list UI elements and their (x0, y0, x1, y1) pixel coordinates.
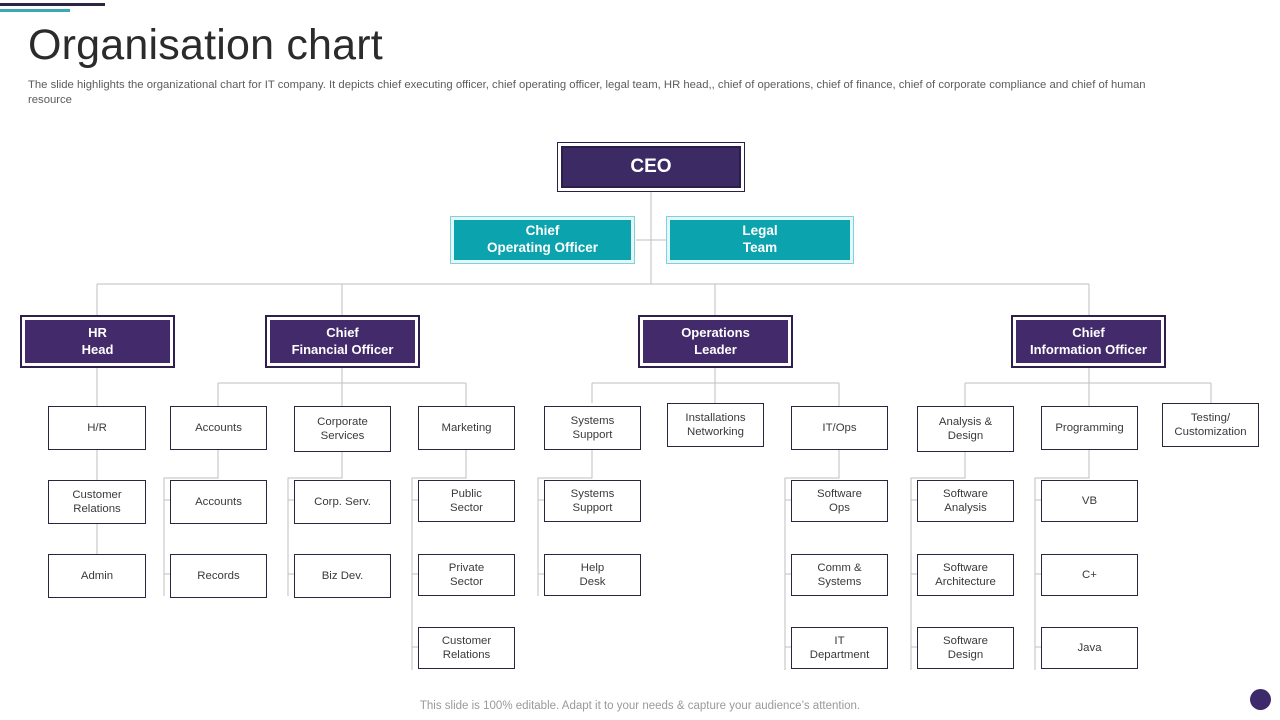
page-title: Organisation chart (28, 21, 383, 69)
node-hr-head[interactable]: HR Head (20, 315, 175, 368)
corner-dot-decoration (1250, 689, 1271, 710)
node-records[interactable]: Records (170, 554, 267, 598)
node-comm-systems[interactable]: Comm & Systems (791, 554, 888, 596)
node-chief-financial-officer[interactable]: Chief Financial Officer (265, 315, 420, 368)
node-corporate-services[interactable]: Corporate Services (294, 406, 391, 452)
node-java[interactable]: Java (1041, 627, 1138, 669)
node-biz-dev[interactable]: Biz Dev. (294, 554, 391, 598)
node-accounts-top[interactable]: Accounts (170, 406, 267, 450)
node-software-analysis[interactable]: Software Analysis (917, 480, 1014, 522)
node-software-architecture[interactable]: Software Architecture (917, 554, 1014, 596)
node-corp-serv[interactable]: Corp. Serv. (294, 480, 391, 524)
node-testing-customization[interactable]: Testing/ Customization (1162, 403, 1259, 447)
page-subtitle: The slide highlights the organizational … (28, 79, 1146, 106)
decorative-line-dark (0, 3, 105, 6)
decorative-line-teal (0, 9, 70, 12)
node-systems-support[interactable]: Systems Support (544, 480, 641, 522)
node-software-ops[interactable]: Software Ops (791, 480, 888, 522)
node-it-department[interactable]: IT Department (791, 627, 888, 669)
footer-note: This slide is 100% editable. Adapt it to… (419, 700, 861, 712)
node-chief-operating-officer[interactable]: Chief Operating Officer (450, 216, 635, 264)
node-programming[interactable]: Programming (1041, 406, 1138, 450)
node-installations-networking[interactable]: Installations Networking (667, 403, 764, 447)
node-software-design[interactable]: Software Design (917, 627, 1014, 669)
node-it-ops[interactable]: IT/Ops (791, 406, 888, 450)
node-hr[interactable]: H/R (48, 406, 146, 450)
node-hr-customer-relations[interactable]: Customer Relations (48, 480, 146, 524)
node-hr-admin[interactable]: Admin (48, 554, 146, 598)
node-cfo-customer-relations[interactable]: Customer Relations (418, 627, 515, 669)
node-chief-information-officer[interactable]: Chief Information Officer (1011, 315, 1166, 368)
node-operations-leader[interactable]: Operations Leader (638, 315, 793, 368)
node-help-desk[interactable]: Help Desk (544, 554, 641, 596)
node-public-sector[interactable]: Public Sector (418, 480, 515, 522)
node-legal-team[interactable]: Legal Team (666, 216, 854, 264)
node-private-sector[interactable]: Private Sector (418, 554, 515, 596)
node-marketing[interactable]: Marketing (418, 406, 515, 450)
node-systems-support-top[interactable]: Systems Support (544, 406, 641, 450)
node-c-plus[interactable]: C+ (1041, 554, 1138, 596)
node-accounts[interactable]: Accounts (170, 480, 267, 524)
node-ceo[interactable]: CEO (558, 143, 744, 191)
node-vb[interactable]: VB (1041, 480, 1138, 522)
node-analysis-design[interactable]: Analysis & Design (917, 406, 1014, 452)
